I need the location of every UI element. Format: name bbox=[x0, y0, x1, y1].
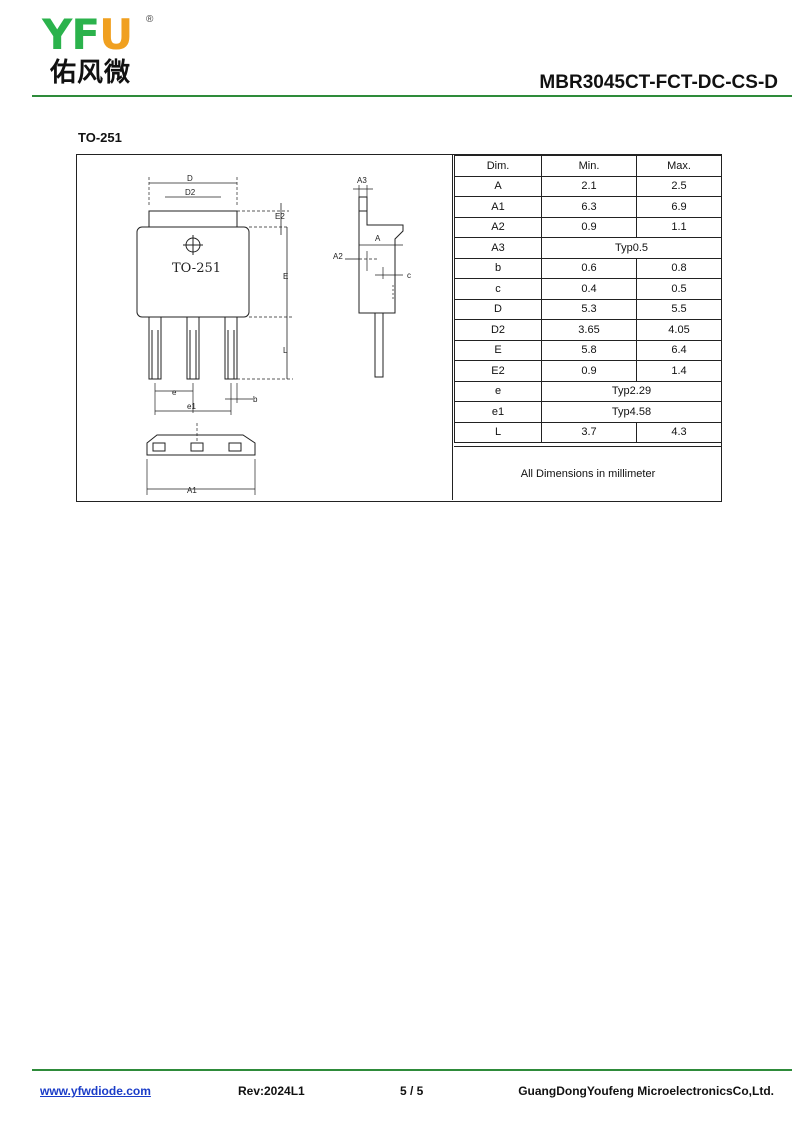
logo-chinese-name: 佑风微 bbox=[50, 58, 132, 88]
label-A2: A2 bbox=[333, 252, 343, 261]
bottom-view-outline bbox=[146, 434, 256, 456]
lead-right bbox=[224, 316, 238, 380]
lead-center bbox=[186, 316, 200, 380]
page-number: 5 / 5 bbox=[400, 1084, 424, 1098]
document-code: MBR3045CT-FCT-DC-CS-D bbox=[539, 72, 778, 93]
package-marking: TO-251 bbox=[172, 261, 221, 276]
company-name: GuangDongYoufeng MicroelectronicsCo,Ltd. bbox=[518, 1084, 774, 1098]
label-e1: e1 bbox=[187, 402, 196, 411]
label-c: c bbox=[407, 271, 411, 280]
label-e: e bbox=[172, 388, 177, 397]
col-header-max: Max. bbox=[636, 155, 722, 177]
label-A1: A1 bbox=[187, 486, 197, 495]
bottom-lead-right bbox=[228, 442, 242, 452]
side-body-outline bbox=[358, 211, 404, 314]
footer-divider bbox=[32, 1069, 792, 1071]
lead-left bbox=[148, 316, 162, 380]
label-E: E bbox=[283, 272, 288, 281]
bottom-lead-center bbox=[190, 442, 204, 452]
header-divider bbox=[32, 95, 792, 97]
logo-letters: YFU bbox=[42, 14, 133, 56]
dimension-unit-note: All Dimensions in millimeter bbox=[454, 446, 722, 501]
package-outline-drawing: TO-251 D D2 E2 E bbox=[77, 155, 453, 500]
label-L: L bbox=[283, 346, 288, 355]
col-header-dim: Dim. bbox=[454, 155, 542, 177]
logo-yf: YF bbox=[42, 10, 100, 59]
front-tab-outline bbox=[148, 210, 238, 227]
dimension-table-header: Dim. Min. Max. bbox=[454, 155, 722, 177]
label-D2: D2 bbox=[185, 188, 196, 197]
package-title: TO-251 bbox=[78, 130, 122, 145]
label-b: b bbox=[253, 395, 258, 404]
label-E2: E2 bbox=[275, 212, 285, 221]
side-lead bbox=[374, 312, 384, 378]
bottom-lead-left bbox=[152, 442, 166, 452]
label-A3: A3 bbox=[357, 176, 367, 185]
logo-u: U bbox=[99, 10, 133, 59]
to251-outline-svg: TO-251 D D2 E2 E bbox=[136, 174, 411, 495]
logo-registered-mark: ® bbox=[146, 14, 154, 25]
side-tab-top bbox=[358, 196, 368, 212]
website-link[interactable]: www.yfwdiode.com bbox=[40, 1084, 151, 1098]
package-dimension-frame: TO-251 D D2 E2 E bbox=[76, 154, 722, 502]
col-header-min: Min. bbox=[541, 155, 637, 177]
company-logo: YFU ® 佑风微 bbox=[42, 14, 172, 94]
label-A: A bbox=[375, 234, 381, 243]
revision-label: Rev:2024L1 bbox=[238, 1084, 305, 1098]
label-D: D bbox=[187, 174, 193, 183]
